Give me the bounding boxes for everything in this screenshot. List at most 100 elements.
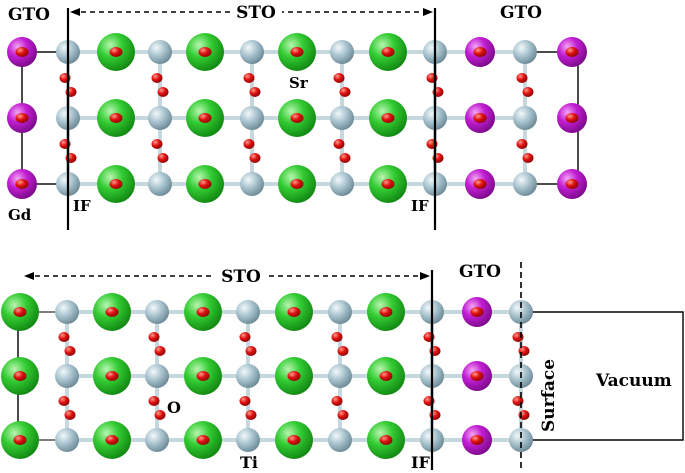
o-atom	[290, 179, 304, 189]
o-atom	[154, 346, 166, 356]
o-atom	[470, 307, 484, 317]
ti-atom	[55, 428, 79, 452]
o-atom	[15, 47, 29, 57]
top-label-gto-right: GTO	[500, 3, 542, 23]
o-atom	[333, 139, 345, 149]
ti-atom	[148, 40, 172, 64]
o-atom	[109, 179, 123, 189]
o-atom	[109, 47, 123, 57]
o-atom	[565, 113, 579, 123]
o-atom	[58, 332, 70, 342]
bottom-label-o: O	[167, 398, 181, 417]
o-atom	[518, 346, 530, 356]
o-atom	[522, 87, 534, 97]
o-atom	[565, 179, 579, 189]
top-sto-arrowhead-right	[423, 8, 433, 16]
o-atom	[473, 47, 487, 57]
ti-atom	[328, 300, 352, 324]
o-atom	[13, 435, 27, 445]
o-atom	[287, 435, 301, 445]
top-label-gd: Gd	[8, 206, 32, 224]
o-atom	[470, 371, 484, 381]
o-atom	[239, 396, 251, 406]
o-atom	[105, 371, 119, 381]
ti-atom	[240, 40, 264, 64]
o-atom	[148, 396, 160, 406]
o-atom	[337, 410, 349, 420]
o-atom	[331, 396, 343, 406]
o-atom	[105, 307, 119, 317]
o-atom	[473, 113, 487, 123]
top-sto-arrowhead-left	[70, 8, 80, 16]
o-atom	[196, 435, 210, 445]
o-atom	[15, 179, 29, 189]
top-label-sr: Sr	[289, 74, 309, 92]
ti-atom	[328, 428, 352, 452]
o-atom	[151, 73, 163, 83]
o-atom	[13, 307, 27, 317]
top-label-if-left: IF	[73, 197, 91, 215]
ti-atom	[240, 106, 264, 130]
top-label-if-right: IF	[411, 197, 429, 215]
bottom-panel: STO GTO O Ti IF Surface Vacuum	[1, 262, 684, 472]
ti-atom	[513, 172, 537, 196]
ti-atom	[328, 364, 352, 388]
o-atom	[109, 113, 123, 123]
o-atom	[243, 73, 255, 83]
o-atom	[339, 153, 351, 163]
bottom-cell-frame	[518, 311, 684, 441]
o-atom	[196, 307, 210, 317]
ti-atom	[55, 364, 79, 388]
o-atom	[239, 332, 251, 342]
ti-atom	[330, 40, 354, 64]
o-atom	[473, 179, 487, 189]
ti-atom	[55, 300, 79, 324]
top-atoms	[7, 33, 587, 203]
o-atom	[337, 346, 349, 356]
o-atom	[470, 435, 484, 445]
ti-atom	[236, 300, 260, 324]
o-atom	[512, 332, 524, 342]
o-atom	[522, 153, 534, 163]
o-atom	[249, 87, 261, 97]
bottom-atoms	[1, 293, 533, 459]
o-atom	[198, 47, 212, 57]
o-atom	[287, 307, 301, 317]
o-atom	[339, 87, 351, 97]
o-atom	[198, 179, 212, 189]
o-atom	[245, 346, 257, 356]
ti-atom	[509, 428, 533, 452]
bottom-label-surface: Surface	[539, 359, 559, 432]
o-atom	[154, 410, 166, 420]
ti-atom	[145, 364, 169, 388]
ti-atom	[148, 106, 172, 130]
o-atom	[381, 47, 395, 57]
ti-atom	[513, 106, 537, 130]
o-atom	[381, 113, 395, 123]
o-atom	[516, 73, 528, 83]
bottom-sto-arrowhead-left	[24, 272, 34, 280]
ti-atom	[513, 40, 537, 64]
bottom-label-vacuum: Vacuum	[595, 371, 672, 391]
o-atom	[512, 396, 524, 406]
bottom-sto-arrowhead-right	[420, 272, 430, 280]
o-atom	[245, 410, 257, 420]
o-atom	[243, 139, 255, 149]
o-atom	[148, 332, 160, 342]
ti-atom	[236, 364, 260, 388]
top-label-sto: STO	[236, 3, 276, 23]
o-atom	[516, 139, 528, 149]
o-atom	[64, 346, 76, 356]
top-label-gto-left: GTO	[8, 5, 50, 25]
o-atom	[157, 153, 169, 163]
ti-atom	[330, 172, 354, 196]
o-atom	[157, 87, 169, 97]
o-atom	[151, 139, 163, 149]
o-atom	[379, 435, 393, 445]
o-atom	[565, 47, 579, 57]
o-atom	[379, 307, 393, 317]
ti-atom	[236, 428, 260, 452]
o-atom	[287, 371, 301, 381]
o-atom	[105, 435, 119, 445]
ti-atom	[145, 428, 169, 452]
